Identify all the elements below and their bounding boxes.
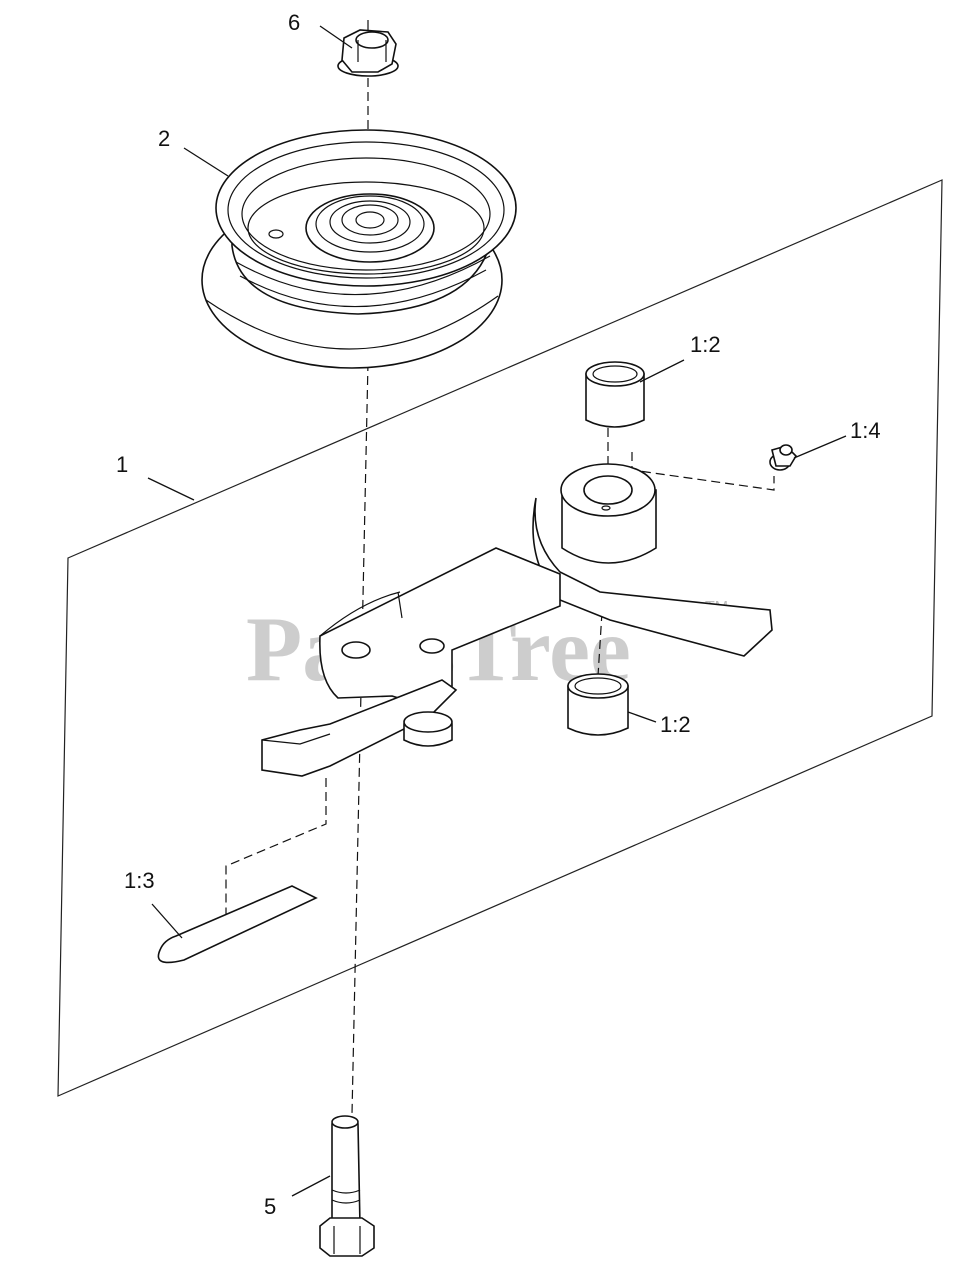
hex-bolt (319, 1115, 375, 1257)
callout-pulley: 2 (158, 126, 170, 151)
flange-nut (337, 20, 399, 77)
callout-bolt: 5 (264, 1194, 276, 1219)
callout-nut: 6 (288, 10, 300, 35)
idler-arm (261, 463, 773, 777)
callout-plate: 1 (116, 452, 128, 477)
decal-strip (157, 885, 318, 964)
bushing-upper (585, 361, 645, 428)
grease-fitting (769, 444, 798, 471)
callout-bushing-upper: 1:2 (690, 332, 721, 357)
idler-pulley (201, 129, 517, 369)
callout-bushing-lower: 1:2 (660, 712, 691, 737)
assembly-plane (57, 179, 943, 1097)
callout-decal: 1:3 (124, 868, 155, 893)
callout-grease-fitting: 1:4 (850, 418, 881, 443)
leader-lines (147, 25, 847, 1197)
callout-labels: 6 2 1 1:2 1:4 1:2 1:3 5 (116, 10, 881, 1219)
bushing-lower (567, 673, 629, 736)
